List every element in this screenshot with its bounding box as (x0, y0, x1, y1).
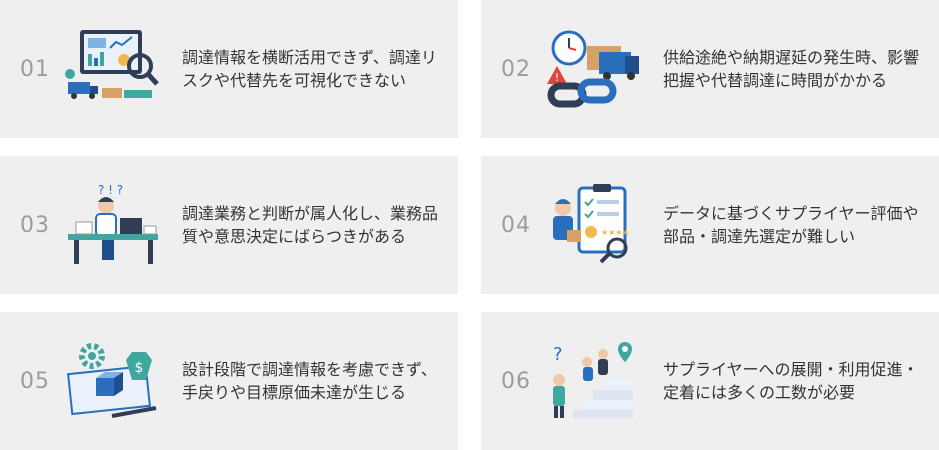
issue-card-06: 06 ? サプライヤーへの展開・利用促進・定着には多くの工数が必要 (481, 312, 939, 450)
issue-number: 05 (20, 368, 50, 394)
issue-card-01: 01 調達情報を横断活用できず、調達リスクや代替先を可視化できない (0, 0, 458, 138)
issue-text: 供給途絶や納期遅延の発生時、影響把握や代替調達に時間がかかる (663, 48, 920, 90)
issue-text: サプライヤーへの展開・利用促進・定着には多くの工数が必要 (663, 360, 919, 402)
issue-number: 06 (501, 368, 531, 394)
supplier-evaluation-icon: ★★★★ (543, 182, 643, 268)
issue-number: 04 (501, 212, 531, 238)
svg-text:?: ? (553, 344, 563, 365)
issue-number: 02 (501, 56, 531, 82)
issue-text: 調達業務と判断が属人化し、業務品質や意思決定にばらつきがある (182, 204, 439, 246)
broken-chain-truck-icon: ! (543, 26, 643, 112)
svg-text:!: ! (555, 71, 559, 84)
issue-number: 03 (20, 212, 50, 238)
issue-text: 調達情報を横断活用できず、調達リスクや代替先を可視化できない (182, 48, 437, 90)
design-cost-icon: $ (62, 338, 162, 424)
svg-text:★★★★: ★★★★ (601, 228, 630, 237)
issue-text: データに基づくサプライヤー評価や部品・調達先選定が難しい (663, 204, 919, 246)
issue-card-02: 02 ! 供給途絶や納期遅延の発生時、影響把握や代替調達に時間がかかる (481, 0, 939, 138)
issue-number: 01 (20, 56, 50, 82)
svg-text:? ! ?: ? ! ? (98, 183, 123, 197)
issue-card-05: 05 $ 設計段階で調達情報を考慮できず、手戻りや目標原価未達が生じる (0, 312, 458, 450)
stairs-progress-icon: ? (543, 338, 643, 424)
issue-card-03: 03 ? ! ? 調達業務と判断が属人化し、業務品質や意思決定にばらつきがある (0, 156, 458, 294)
issue-text: 設計段階で調達情報を考慮できず、手戻りや目標原価未達が生じる (182, 360, 437, 402)
svg-text:$: $ (135, 360, 144, 376)
dashboard-analytics-icon (62, 26, 162, 112)
issue-card-04: 04 ★★★★ データに基づくサプライヤー評価や部品・調達先選定が難しい (481, 156, 939, 294)
confused-worker-desk-icon: ? ! ? (62, 182, 162, 268)
